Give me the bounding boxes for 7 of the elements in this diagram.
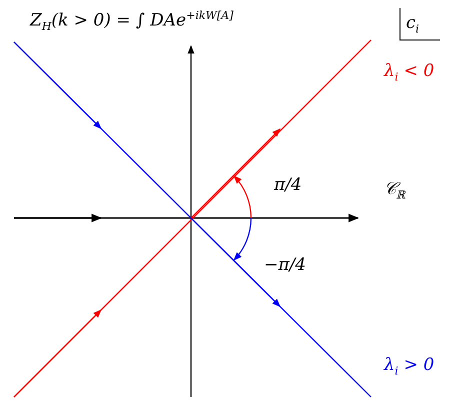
angle-label: π/4 [274, 176, 302, 195]
title-formula: Z$_{H}$(k > 0) = ∫ DAe$^{+ikW[A]}$ [30, 10, 234, 34]
angle-label: −π/4 [264, 256, 306, 275]
math-label: λ$_{i}$ > 0 [384, 356, 434, 378]
math-label: c$_{i}$ [406, 14, 420, 36]
math-label: 𝒞$_{ℝ}$ [384, 180, 406, 202]
math-label: λ$_{i}$ < 0 [384, 62, 434, 84]
